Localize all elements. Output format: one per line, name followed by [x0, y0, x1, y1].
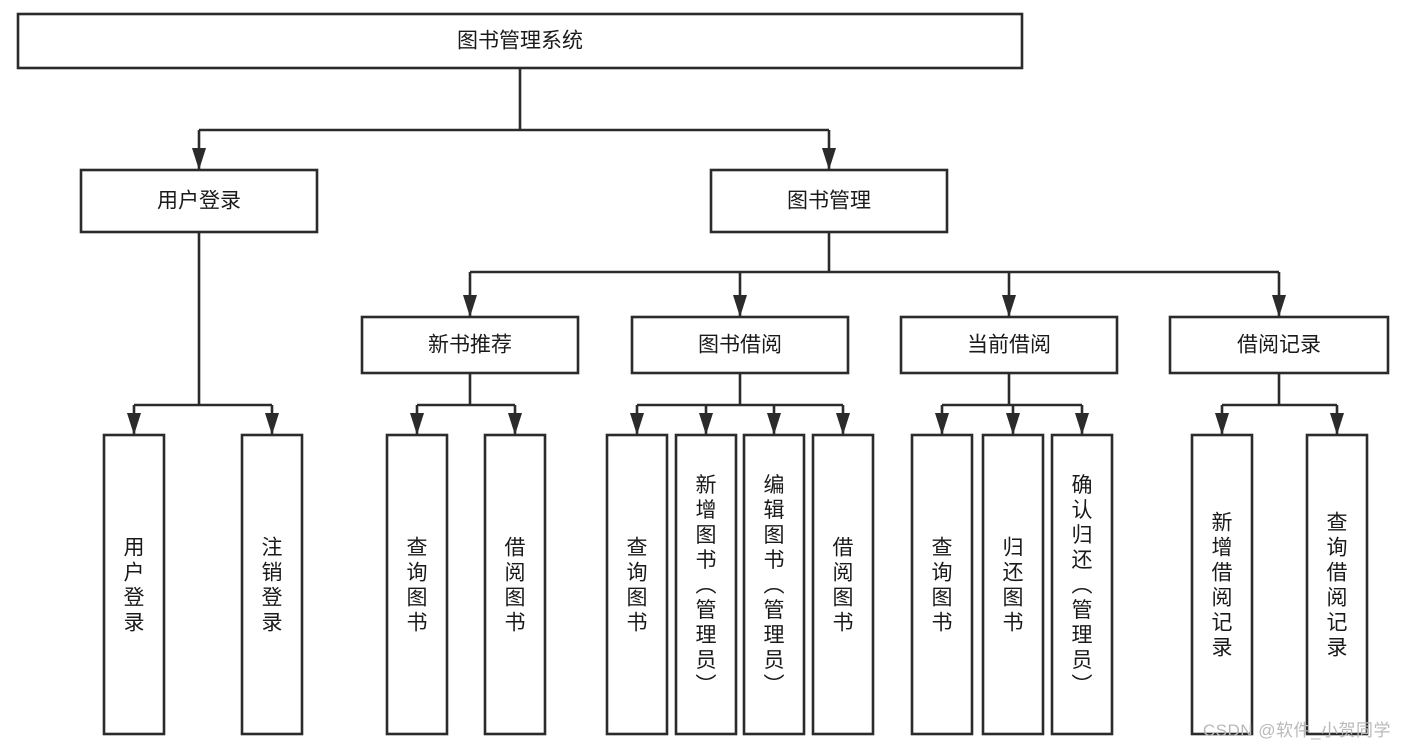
node-leaf-add-book-admin[interactable]: 新增图书︵管理员︶ — [674, 433, 738, 736]
node-label-root: 图书管理系统 — [457, 30, 583, 53]
node-leaf-return-book[interactable]: 归还图书 — [981, 433, 1045, 736]
arrow-head-icon-leaf-add-book-admin — [699, 413, 713, 435]
node-box-leaf-borrow-book[interactable] — [811, 433, 875, 736]
node-label-leaf-query-book-borrow: 查询图书 — [627, 537, 648, 635]
node-leaf-borrow-book-recommend[interactable]: 借阅图书 — [483, 433, 547, 736]
node-leaf-edit-book-admin[interactable]: 编辑图书︵管理员︶ — [742, 433, 806, 736]
node-label-leaf-logout-login: 注销登录 — [262, 537, 283, 635]
arrow-head-icon-new-book-recommend — [463, 295, 477, 317]
node-label-current-borrow: 当前借阅 — [967, 334, 1051, 357]
node-box-borrow-record[interactable] — [1168, 315, 1390, 375]
node-box-leaf-add-book-admin[interactable] — [674, 433, 738, 736]
arrow-head-icon-leaf-add-borrow-record — [1215, 413, 1229, 435]
node-book-borrow[interactable]: 图书借阅 — [630, 315, 850, 375]
node-label-leaf-return-book: 归还图书 — [1003, 537, 1024, 635]
node-box-leaf-user-login[interactable] — [102, 433, 166, 736]
node-root[interactable]: 图书管理系统 — [16, 12, 1024, 70]
node-box-leaf-logout-login[interactable] — [240, 433, 304, 736]
arrow-head-icon-user-login — [192, 148, 206, 170]
node-leaf-borrow-book[interactable]: 借阅图书 — [811, 433, 875, 736]
node-leaf-query-book-recommend[interactable]: 查询图书 — [385, 433, 449, 736]
node-box-leaf-query-book-borrow[interactable] — [605, 433, 669, 736]
node-box-leaf-confirm-return-admin[interactable] — [1050, 433, 1114, 736]
arrow-head-icon-leaf-user-login — [127, 413, 141, 435]
node-box-user-login[interactable] — [79, 168, 319, 234]
node-label-leaf-borrow-book-recommend: 借阅图书 — [505, 537, 526, 635]
node-box-leaf-add-borrow-record[interactable] — [1190, 433, 1254, 736]
node-box-book-management[interactable] — [709, 168, 949, 234]
node-label-leaf-confirm-return-admin: 确认归还︵管理员︶ — [1072, 474, 1093, 697]
node-label-leaf-add-book-admin: 新增图书︵管理员︶ — [696, 474, 717, 697]
node-label-leaf-query-book-current: 查询图书 — [932, 537, 953, 635]
node-label-leaf-borrow-book: 借阅图书 — [833, 537, 854, 635]
node-label-leaf-add-borrow-record: 新增借阅记录 — [1212, 512, 1233, 660]
arrow-head-icon-leaf-query-book-current — [935, 413, 949, 435]
arrow-head-icon-leaf-query-book-recommend — [410, 413, 424, 435]
node-box-leaf-query-book-current[interactable] — [910, 433, 974, 736]
node-leaf-query-book-current[interactable]: 查询图书 — [910, 433, 974, 736]
node-leaf-add-borrow-record[interactable]: 新增借阅记录 — [1190, 433, 1254, 736]
node-borrow-record[interactable]: 借阅记录 — [1168, 315, 1390, 375]
node-new-book-recommend[interactable]: 新书推荐 — [360, 315, 580, 375]
arrow-head-icon-leaf-query-book-borrow — [630, 413, 644, 435]
arrow-head-icon-leaf-borrow-book — [836, 413, 850, 435]
arrow-head-icon-leaf-query-borrow-record — [1330, 413, 1344, 435]
arrow-head-icon-current-borrow — [1002, 295, 1016, 317]
node-label-borrow-record: 借阅记录 — [1237, 334, 1321, 357]
watermark-label: CSDN @软件_小贺同学 — [1202, 721, 1391, 740]
node-user-login[interactable]: 用户登录 — [79, 168, 319, 234]
node-box-leaf-edit-book-admin[interactable] — [742, 433, 806, 736]
node-box-leaf-query-book-recommend[interactable] — [385, 433, 449, 736]
node-label-leaf-edit-book-admin: 编辑图书︵管理员︶ — [764, 474, 785, 697]
arrow-head-icon-leaf-logout-login — [265, 413, 279, 435]
node-label-leaf-query-book-recommend: 查询图书 — [407, 537, 428, 635]
node-label-book-management: 图书管理 — [787, 190, 871, 213]
node-label-new-book-recommend: 新书推荐 — [428, 334, 512, 357]
node-box-new-book-recommend[interactable] — [360, 315, 580, 375]
node-leaf-confirm-return-admin[interactable]: 确认归还︵管理员︶ — [1050, 433, 1114, 736]
node-box-leaf-query-borrow-record[interactable] — [1305, 433, 1369, 736]
arrow-head-icon-leaf-confirm-return-admin — [1075, 413, 1089, 435]
node-box-book-borrow[interactable] — [630, 315, 850, 375]
arrow-head-icon-borrow-record — [1272, 295, 1286, 317]
node-label-user-login: 用户登录 — [157, 190, 241, 213]
node-leaf-user-login[interactable]: 用户登录 — [102, 433, 166, 736]
arrow-head-icon-leaf-borrow-book-recommend — [508, 413, 522, 435]
node-box-current-borrow[interactable] — [899, 315, 1119, 375]
node-label-leaf-user-login: 用户登录 — [124, 537, 145, 635]
node-label-book-borrow: 图书借阅 — [698, 334, 782, 357]
node-leaf-query-borrow-record[interactable]: 查询借阅记录 — [1305, 433, 1369, 736]
node-book-management[interactable]: 图书管理 — [709, 168, 949, 234]
node-box-leaf-borrow-book-recommend[interactable] — [483, 433, 547, 736]
nodes-layer: 图书管理系统用户登录图书管理新书推荐图书借阅当前借阅借阅记录用户登录注销登录查询… — [16, 12, 1390, 736]
node-leaf-query-book-borrow[interactable]: 查询图书 — [605, 433, 669, 736]
arrow-head-icon-leaf-return-book — [1006, 413, 1020, 435]
node-box-root[interactable] — [16, 12, 1024, 70]
node-leaf-logout-login[interactable]: 注销登录 — [240, 433, 304, 736]
arrow-head-icon-book-management — [822, 148, 836, 170]
arrow-head-icon-leaf-edit-book-admin — [767, 413, 781, 435]
arrow-head-icon-book-borrow — [733, 295, 747, 317]
connector-lines-layer — [127, 68, 1344, 435]
node-box-leaf-return-book[interactable] — [981, 433, 1045, 736]
node-label-leaf-query-borrow-record: 查询借阅记录 — [1327, 512, 1348, 660]
node-current-borrow[interactable]: 当前借阅 — [899, 315, 1119, 375]
